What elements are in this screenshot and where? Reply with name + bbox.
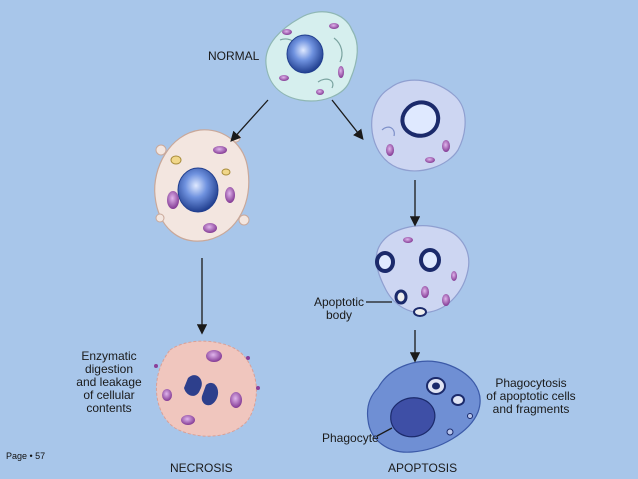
label-apoptotic-body: Apoptotic body bbox=[312, 296, 366, 322]
phagocyte-cell bbox=[366, 360, 481, 453]
label-necrosis: NECROSIS bbox=[170, 461, 233, 475]
label-enzymatic-line: of cellular bbox=[83, 388, 135, 402]
label-phagocyte: Phagocyte bbox=[322, 431, 379, 445]
label-normal: NORMAL bbox=[208, 49, 260, 63]
normal-cell bbox=[265, 11, 358, 102]
arrow-normal-to-swollen bbox=[230, 99, 269, 142]
label-apoptotic-body-line: body bbox=[325, 308, 353, 322]
swollen-cell bbox=[154, 129, 250, 242]
label-phagocytosis: Phagocytosis of apoptotic cells and frag… bbox=[474, 377, 588, 416]
page-number: Page • 57 bbox=[6, 451, 46, 461]
label-enzymatic-line: and leakage bbox=[76, 375, 142, 389]
label-apoptosis: APOPTOSIS bbox=[388, 461, 458, 475]
label-phagocytosis-line: of apoptotic cells bbox=[486, 389, 576, 403]
label-enzymatic-line: contents bbox=[86, 401, 132, 415]
label-enzymatic-line: Enzymatic bbox=[81, 349, 137, 363]
necrotic-cell bbox=[154, 340, 260, 437]
label-phagocytosis-line: Phagocytosis bbox=[495, 376, 567, 390]
arrow-normal-to-shrunken bbox=[331, 99, 364, 141]
label-phagocytosis-line: and fragments bbox=[492, 402, 570, 416]
arrows bbox=[196, 99, 421, 437]
shrunken-cell bbox=[371, 79, 466, 172]
pointer-phagocyte bbox=[376, 427, 393, 437]
label-enzymatic-line: digestion bbox=[84, 362, 134, 376]
label-apoptotic-body-line: Apoptotic bbox=[313, 295, 365, 309]
label-enzymatic: Enzymatic digestion and leakage of cellu… bbox=[68, 350, 150, 415]
fragmenting-cell bbox=[375, 225, 470, 317]
